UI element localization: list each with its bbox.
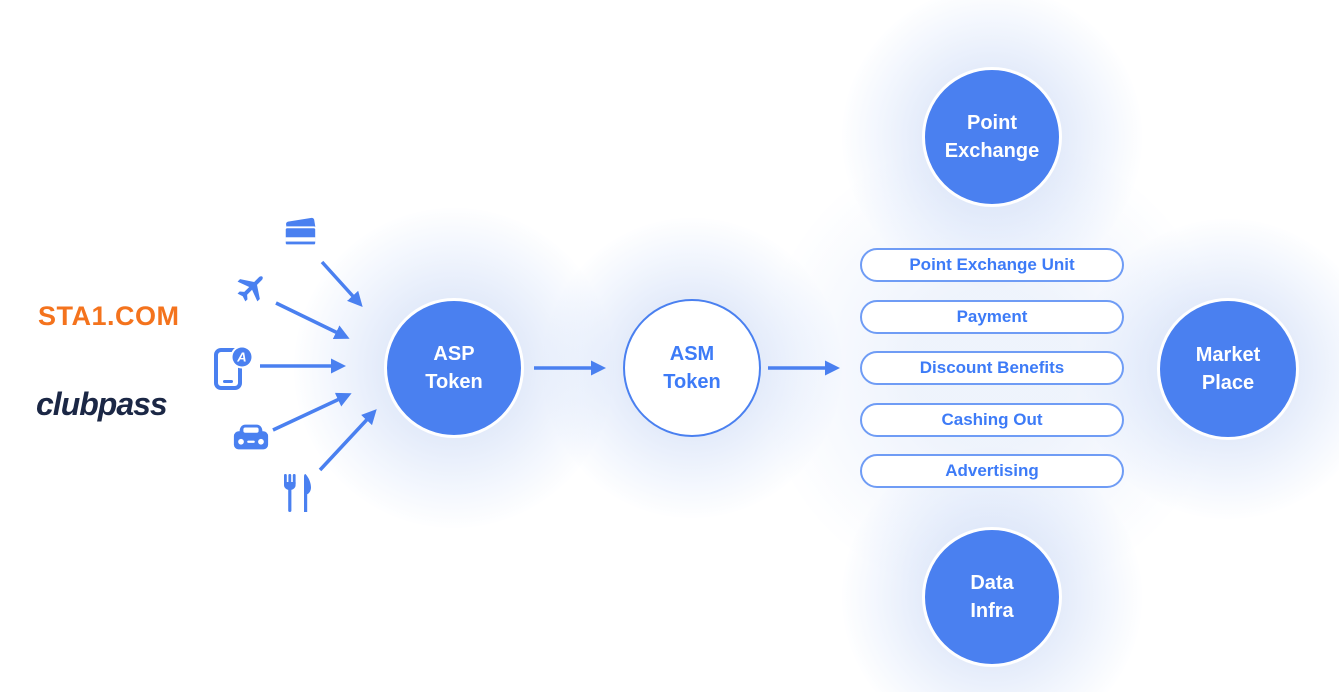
data-infra-label-line1: Data — [970, 572, 1014, 594]
market-place-label-line2: Place — [1201, 372, 1255, 394]
asm-token-node: ASM Token — [623, 299, 761, 437]
market-place-node: Market Place — [1157, 298, 1299, 440]
pill-payment: Payment — [860, 300, 1124, 334]
pill-point-exchange-unit: Point Exchange Unit — [860, 248, 1124, 282]
pill-advertising: Advertising — [860, 454, 1124, 488]
pill-cashing-out: Cashing Out — [860, 403, 1124, 437]
clubpass-logo: clubpass — [36, 386, 168, 422]
point-exchange-label-line1: Point — [966, 112, 1017, 134]
mobile-app-icon: A — [214, 345, 254, 390]
asp-token-node: ASP Token — [384, 298, 524, 438]
asp-token-label-line1: ASP — [433, 343, 475, 365]
market-place-label-line1: Market — [1195, 344, 1261, 366]
car-icon — [233, 424, 269, 450]
dining-icon — [284, 474, 311, 512]
asp-token-label-line2: Token — [425, 371, 483, 393]
app-badge-letter: A — [236, 350, 246, 365]
pill-discount-benefits: Discount Benefits — [860, 351, 1124, 385]
data-infra-node: Data Infra — [922, 527, 1062, 667]
point-exchange-label-line2: Exchange — [944, 140, 1040, 162]
asm-token-label-line2: Token — [663, 371, 721, 393]
credit-card-icon — [283, 217, 318, 247]
airplane-icon — [237, 276, 263, 302]
asm-token-label-line1: ASM — [669, 343, 715, 365]
sta1-logo: STA1.COM — [38, 301, 180, 331]
point-exchange-node: Point Exchange — [922, 67, 1062, 207]
data-infra-label-line2: Infra — [970, 600, 1014, 622]
